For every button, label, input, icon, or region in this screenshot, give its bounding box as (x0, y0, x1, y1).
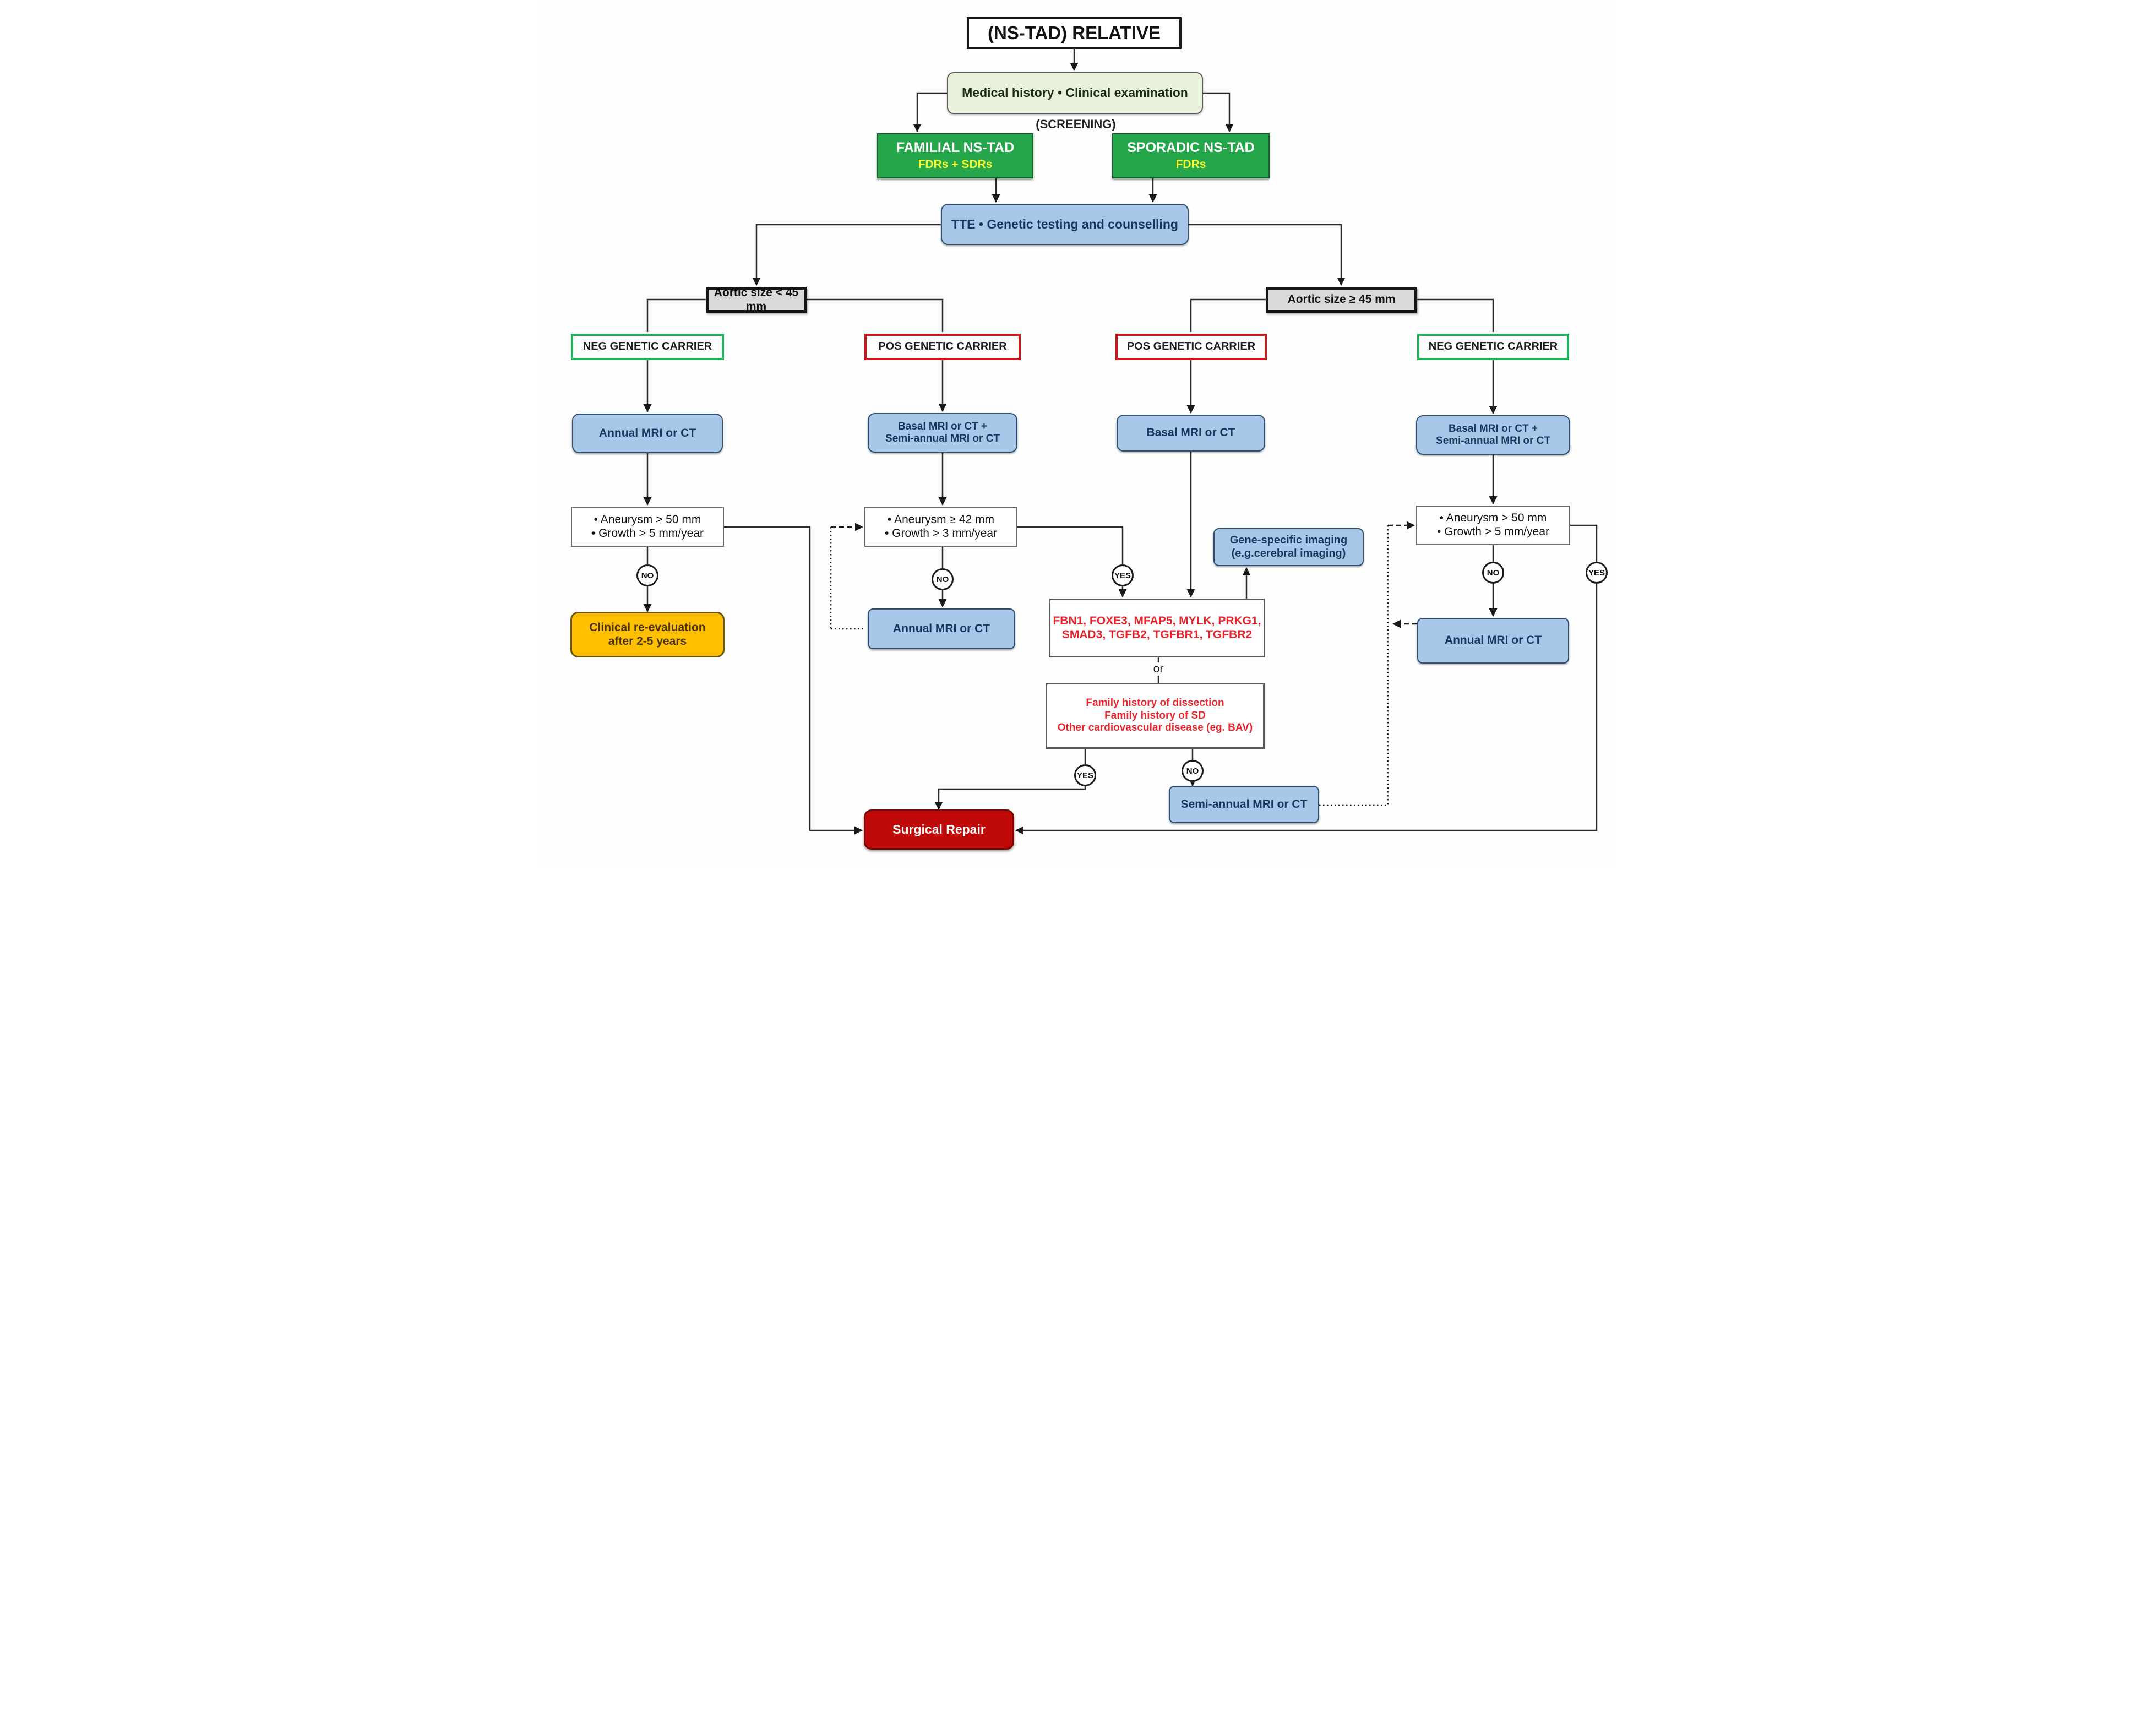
family-history-line3: Other cardiovascular disease (eg. BAV) (1057, 722, 1253, 734)
dotted-lines (830, 525, 1389, 806)
basal-mri-ct-node: Basal MRI or CT (1117, 415, 1265, 452)
annual-mri-ct-right-node: Annual MRI or CT (1417, 618, 1569, 664)
gene-list-line2: SMAD3, TGFB2, TGFBR1, TGFBR2 (1061, 628, 1253, 641)
basal-semi-annual-right-line2: Semi-annual MRI or CT (1436, 435, 1550, 447)
no-circle-left-label: NO (641, 570, 654, 580)
tte-genetic-testing-node: TTE • Genetic testing and counselling (941, 204, 1189, 245)
yes-circle-right-label: YES (1588, 568, 1605, 578)
pos-genetic-carrier-left-node: POS GENETIC CARRIER (864, 334, 1021, 360)
semi-annual-mri-ct-label: Semi-annual MRI or CT (1180, 797, 1308, 811)
family-history-line1: Family history of dissection (1086, 697, 1224, 709)
connector-layer (643, 49, 1598, 835)
criteria-mid-line1: • Aneurysm ≥ 42 mm (888, 513, 994, 526)
sporadic-subtitle: FDRs (1175, 158, 1206, 171)
dashed-arrows (831, 521, 1417, 628)
no-circle-mid: NO (932, 568, 954, 590)
annual-mri-ct-left-label: Annual MRI or CT (598, 426, 696, 439)
gene-specific-imaging-line1: Gene-specific imaging (1229, 534, 1348, 546)
neg-genetic-carrier-left-label: NEG GENETIC CARRIER (582, 340, 712, 353)
basal-semi-annual-left-line2: Semi-annual MRI or CT (885, 433, 1000, 444)
surgical-repair-node: Surgical Repair (864, 809, 1014, 850)
criteria-mid-line2: • Growth > 3 mm/year (885, 526, 997, 540)
gene-list-node: FBN1, FOXE3, MFAP5, MYLK, PRKG1, SMAD3, … (1049, 599, 1265, 657)
aortic-size-lt45-label: Aortic size < 45 mm (714, 286, 799, 313)
annual-mri-ct-right-label: Annual MRI or CT (1444, 634, 1542, 647)
no-circle-right-label: NO (1487, 568, 1500, 578)
gene-specific-imaging-line2: (e.g.cerebral imaging) (1231, 547, 1346, 559)
medical-history-node: Medical history • Clinical examination (947, 72, 1203, 114)
yes-circle-mid-label: YES (1114, 570, 1131, 580)
no-circle-family-history: NO (1182, 760, 1204, 782)
no-circle-right: NO (1482, 562, 1504, 584)
solid-arrows (643, 49, 1598, 835)
criteria-mid-node: • Aneurysm ≥ 42 mm • Growth > 3 mm/year (864, 507, 1017, 547)
criteria-right-node: • Aneurysm > 50 mm • Growth > 5 mm/year (1416, 506, 1570, 545)
no-circle-mid-label: NO (936, 574, 949, 584)
medical-history-label: Medical history • Clinical examination (962, 85, 1188, 100)
flowchart-canvas: (NS-TAD) RELATIVE Medical history • Clin… (539, 0, 1617, 867)
basal-semi-annual-right-line1: Basal MRI or CT + (1448, 422, 1538, 434)
no-circle-left: NO (636, 564, 658, 586)
family-history-node: Family history of dissection Family hist… (1046, 683, 1265, 749)
neg-genetic-carrier-right-label: NEG GENETIC CARRIER (1428, 340, 1558, 353)
neg-genetic-carrier-right-node: NEG GENETIC CARRIER (1417, 334, 1569, 360)
neg-genetic-carrier-left-node: NEG GENETIC CARRIER (571, 334, 724, 360)
pos-genetic-carrier-right-node: POS GENETIC CARRIER (1115, 334, 1267, 360)
surgical-repair-label: Surgical Repair (892, 822, 986, 836)
annual-mri-ct-mid-node: Annual MRI or CT (868, 608, 1015, 649)
clinical-reevaluation-line1: Clinical re-evaluation (589, 621, 706, 634)
criteria-right-line1: • Aneurysm > 50 mm (1439, 512, 1547, 525)
criteria-left-line2: • Growth > 5 mm/year (591, 526, 704, 540)
basal-semi-annual-left-line1: Basal MRI or CT + (897, 420, 988, 432)
clinical-reevaluation-line2: after 2-5 years (608, 634, 687, 648)
gene-list-line1: FBN1, FOXE3, MFAP5, MYLK, PRKG1, (1053, 614, 1261, 627)
familial-subtitle: FDRs + SDRs (918, 158, 993, 171)
yes-circle-family-history: YES (1074, 764, 1096, 786)
aortic-size-ge45-label: Aortic size ≥ 45 mm (1287, 293, 1396, 306)
yes-circle-right: YES (1586, 562, 1608, 584)
familial-node: FAMILIAL NS-TAD FDRs + SDRs (877, 133, 1033, 178)
basal-semi-annual-left-node: Basal MRI or CT + Semi-annual MRI or CT (868, 413, 1017, 453)
gene-specific-imaging-node: Gene-specific imaging (e.g.cerebral imag… (1213, 528, 1364, 566)
sporadic-node: SPORADIC NS-TAD FDRs (1112, 133, 1270, 178)
screening-label: (SCREENING) (1036, 117, 1116, 131)
no-circle-family-history-label: NO (1186, 766, 1199, 776)
basal-semi-annual-right-node: Basal MRI or CT + Semi-annual MRI or CT (1416, 415, 1570, 455)
yes-circle-family-history-label: YES (1076, 770, 1093, 780)
tte-label: TTE • Genetic testing and counselling (951, 216, 1178, 231)
yes-circle-mid: YES (1112, 564, 1134, 586)
title-label: (NS-TAD) RELATIVE (987, 22, 1161, 43)
clinical-reevaluation-node: Clinical re-evaluation after 2-5 years (570, 612, 725, 657)
family-history-line2: Family history of SD (1104, 709, 1206, 721)
or-label: or (1150, 662, 1167, 676)
plain-lines (646, 298, 1598, 764)
familial-title: FAMILIAL NS-TAD (896, 139, 1015, 155)
pos-genetic-carrier-right-label: POS GENETIC CARRIER (1126, 340, 1256, 353)
criteria-left-line1: • Aneurysm > 50 mm (594, 513, 701, 526)
semi-annual-mri-ct-node: Semi-annual MRI or CT (1169, 786, 1319, 823)
title-node: (NS-TAD) RELATIVE (967, 17, 1182, 49)
sporadic-title: SPORADIC NS-TAD (1127, 139, 1255, 155)
annual-mri-ct-left-node: Annual MRI or CT (572, 414, 723, 453)
criteria-left-node: • Aneurysm > 50 mm • Growth > 5 mm/year (571, 507, 724, 547)
aortic-size-lt45-node: Aortic size < 45 mm (706, 286, 807, 313)
aortic-size-ge45-node: Aortic size ≥ 45 mm (1266, 287, 1417, 313)
annual-mri-ct-mid-label: Annual MRI or CT (892, 622, 990, 635)
criteria-right-line2: • Growth > 5 mm/year (1437, 525, 1549, 538)
pos-genetic-carrier-left-label: POS GENETIC CARRIER (878, 340, 1007, 353)
basal-mri-ct-label: Basal MRI or CT (1146, 426, 1235, 439)
